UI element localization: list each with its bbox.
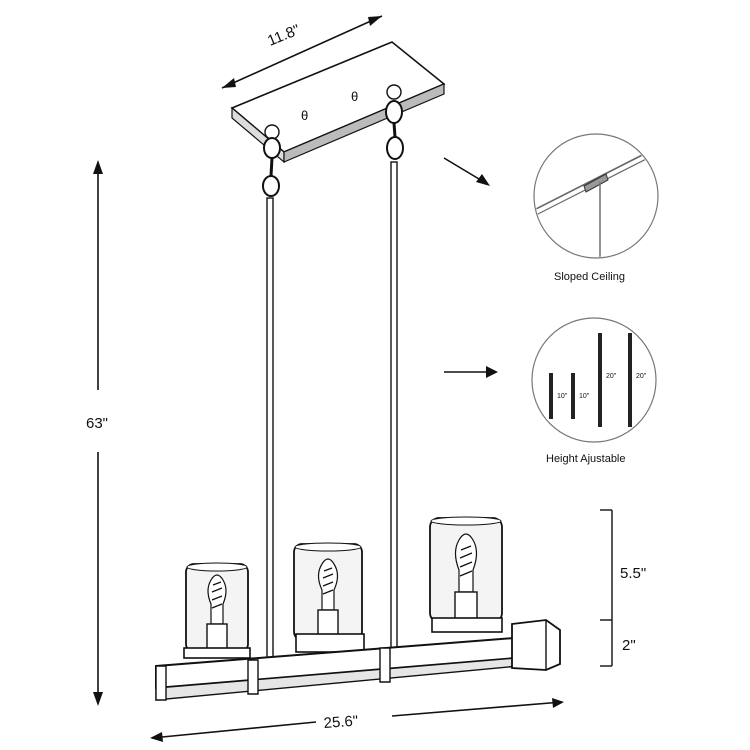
ceiling-canopy: θ θ (230, 41, 446, 164)
center-shade (293, 542, 365, 653)
rod-label: 20" (606, 373, 617, 380)
shade-height-label: 5.5" (620, 565, 646, 582)
base-height-label: 2" (622, 637, 636, 654)
screw-icon: θ (351, 89, 358, 104)
rod-10-b (571, 373, 575, 419)
screw-icon: θ (301, 108, 308, 123)
height-adjustable-caption: Height Ajustable (546, 453, 626, 465)
right-hanger (385, 84, 404, 653)
rod-label: 10" (557, 393, 568, 400)
rod-20-a (598, 333, 602, 427)
sloped-ceiling-caption: Sloped Ceiling (554, 271, 625, 283)
left-hanger (262, 124, 281, 659)
fixture-width-label: 25.6" (323, 713, 359, 732)
shade-base-dimension: 5.5" 2" (600, 509, 646, 667)
beam-base (155, 619, 561, 701)
canopy-width-label: 11.8" (265, 21, 302, 49)
rod-label: 10" (579, 393, 590, 400)
right-shade (429, 516, 503, 633)
sloped-ceiling-callout: Sloped Ceiling (443, 133, 659, 283)
height-adjustable-callout: 10" 10" 20" 20" Height Ajustable (444, 317, 657, 465)
rod-label: 20" (636, 373, 647, 380)
fixture-width-dimension: 25.6" (150, 698, 564, 742)
total-height-dimension: 63" (86, 160, 108, 706)
rod-20-b (628, 333, 632, 427)
total-height-label: 63" (86, 415, 108, 432)
rod-10-a (549, 373, 553, 419)
left-shade (183, 562, 251, 659)
